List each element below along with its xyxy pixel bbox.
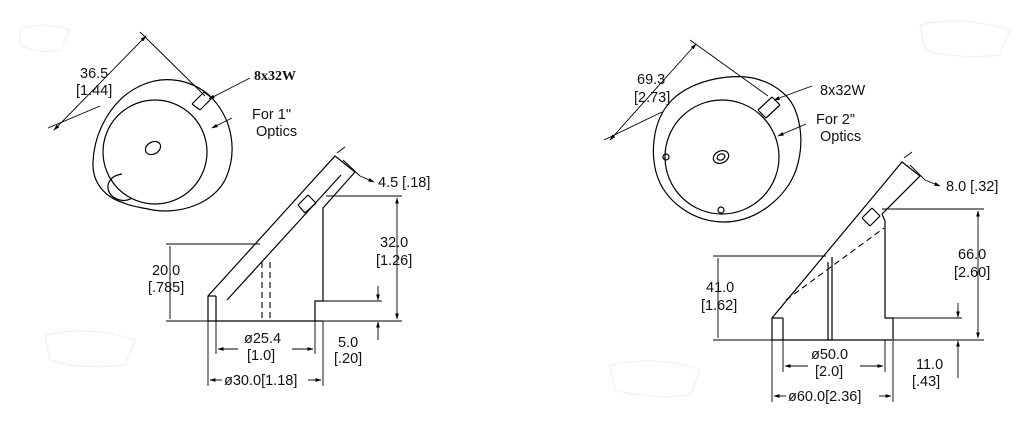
- right-base-dim-in: [.43]: [912, 374, 940, 390]
- left-outer-dim: ø30.0[1.18]: [224, 373, 297, 389]
- right-mount-hole-bottom: [717, 206, 725, 214]
- right-side-body: [771, 161, 921, 340]
- left-width-dim-label: 4.5 [.18]: [378, 175, 430, 191]
- right-bore-dim: ø50.0: [811, 347, 848, 363]
- right-height-dim: 66.0: [958, 247, 986, 263]
- left-optics-line2: Optics: [256, 124, 297, 140]
- right-low-dim: 41.0: [706, 280, 734, 296]
- left-optic-bore: [102, 99, 208, 205]
- left-base-dim-in: [.20]: [334, 351, 362, 367]
- right-center-hole-inner: [716, 153, 726, 161]
- left-low-dim-in: [.785]: [148, 280, 184, 296]
- right-top-dim: 69.3: [637, 72, 665, 88]
- right-width-dim: [909, 164, 926, 181]
- left-width-ext: [336, 146, 346, 154]
- left-height-dim-in: [1.26]: [376, 253, 412, 269]
- right-center-hole-outer: [712, 149, 730, 165]
- left-thread-label: 8x32W: [254, 69, 296, 84]
- left-side-body: [207, 155, 356, 321]
- right-outer-dim: ø60.0[2.36]: [788, 389, 861, 405]
- left-optics-leader: [211, 117, 233, 129]
- right-ext-line-b: [689, 39, 769, 97]
- right-set-screw: [757, 96, 781, 119]
- right-mount-outline: [652, 76, 802, 223]
- left-top-dim-line: [53, 35, 147, 131]
- left-width-dim: [342, 159, 361, 177]
- left-side-thread-hole: [297, 194, 317, 214]
- left-side-inner-edge: [226, 174, 342, 301]
- right-optics-leader: [777, 123, 807, 137]
- left-mount-lobe: [107, 173, 133, 202]
- right-height-dim-in: [2.60]: [954, 265, 990, 281]
- left-height-dim: 32.0: [380, 235, 408, 251]
- right-low-dim-in: [1.62]: [701, 298, 737, 314]
- right-bore-dim-in: [2.0]: [815, 364, 843, 380]
- right-hidden-bore: [785, 227, 885, 301]
- left-top-dim-in: [1.44]: [76, 83, 112, 99]
- right-thread-leader: [773, 85, 813, 101]
- right-optics-line1: For 2": [816, 112, 855, 128]
- left-top-view: 36.5 [1.44] 8x32W For 1" Optics: [47, 31, 297, 212]
- right-thread-label: 8x32W: [820, 83, 865, 99]
- right-side-view: 8.0 [.32] 66.0 [2.60] 41.0 [1.62] 11.0 […: [701, 151, 998, 405]
- left-set-screw: [191, 91, 213, 111]
- right-width-ext: [903, 151, 913, 159]
- left-ext-line-b: [139, 31, 206, 97]
- left-width-leader: [359, 175, 375, 183]
- left-bore-dim: ø25.4: [244, 331, 281, 347]
- right-ext-line-a: [603, 111, 663, 141]
- right-side-thread-hole: [861, 207, 881, 227]
- right-top-view: 69.3 [2.73] 8x32W For 2" Optics: [603, 39, 865, 223]
- right-top-dim-in: [2.73]: [634, 90, 670, 106]
- right-width-leader: [924, 179, 941, 187]
- right-top-dim-line: [609, 43, 697, 141]
- left-side-view: 4.5 [.18] 32.0 [1.26] 20.0 [.785] 5.0 [.…: [148, 146, 430, 389]
- right-optics-line2: Optics: [820, 129, 861, 145]
- left-bore-dim-in: [1.0]: [247, 348, 275, 364]
- left-top-dim: 36.5: [80, 66, 108, 82]
- left-center-hole: [144, 140, 162, 156]
- left-optics-line1: For 1": [252, 107, 291, 123]
- left-thread-leader: [208, 77, 251, 100]
- right-width-dim-label: 8.0 [.32]: [946, 179, 998, 195]
- left-base-dim: 5.0: [338, 335, 358, 351]
- right-mount-hole-left: [662, 153, 670, 161]
- right-base-dim: 11.0: [916, 357, 943, 373]
- left-low-dim: 20.0: [152, 263, 180, 279]
- right-optic-bore: [664, 99, 780, 215]
